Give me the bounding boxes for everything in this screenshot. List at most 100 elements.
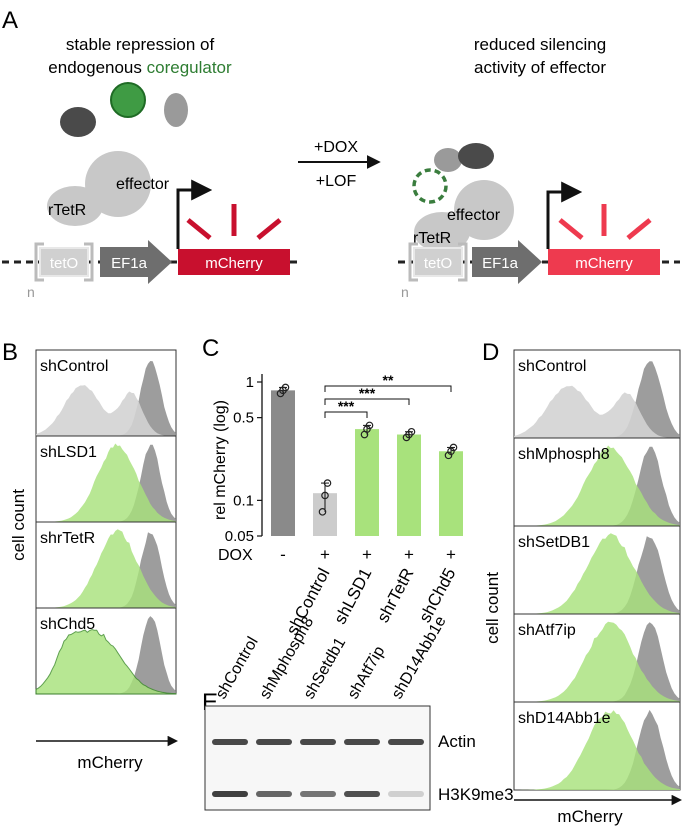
e-h3k9me3-band	[256, 791, 292, 797]
b-row-3: shChd5	[35, 607, 177, 695]
e-actin-band	[344, 739, 380, 745]
mcherry-label-left: mCherry	[205, 255, 263, 272]
panel-a: A stable repression of endogenous coregu…	[2, 7, 680, 300]
d-knockdown-histogram	[514, 445, 680, 526]
c-sig-label: **	[383, 372, 394, 388]
ray-right-1	[558, 218, 584, 240]
panel-a-label: A	[2, 7, 18, 34]
effector-label: effector	[116, 176, 170, 193]
c-data-point	[318, 508, 327, 516]
protein-dark-right	[458, 143, 494, 169]
ef1a-label-right: EF1a	[482, 255, 519, 272]
d-row-label: shControl	[518, 358, 586, 375]
rtetr-label: rTetR	[48, 202, 86, 219]
e-h3k9me3-band	[344, 791, 380, 797]
protein-gray	[164, 93, 188, 127]
b-knockdown-histogram	[36, 443, 176, 522]
c-data-point	[321, 491, 329, 500]
e-lane-label: shAtf7ip	[345, 643, 389, 702]
b-row-2: shrTetR	[35, 521, 177, 609]
e-h3k9me3-band	[300, 791, 336, 797]
c-sig-label: ***	[359, 385, 376, 401]
e-actin-band	[300, 739, 336, 745]
rtetr-protein-right	[414, 212, 470, 252]
c-y-tick-label: 1	[246, 374, 254, 391]
e-lane-label: shD14Abb1e	[389, 613, 450, 702]
d-row-1: shMphosph8	[513, 437, 681, 527]
panel-b-label: B	[2, 339, 18, 366]
d-row-label: shSetDB1	[518, 534, 590, 551]
tss-arrow-right	[546, 181, 583, 249]
c-bar-0	[271, 390, 295, 536]
d-row-2: shSetDB1	[513, 525, 681, 615]
e-h3k9me3-band	[212, 791, 248, 797]
c-category-label: shrTetR	[373, 565, 417, 626]
dox-label: +DOX	[314, 139, 358, 156]
panel-c-ylabel: rel mCherry (log)	[212, 400, 229, 520]
panel-d-label: D	[482, 339, 499, 366]
panel-d-ylabel: cell count	[483, 572, 502, 644]
b-row-label: shLSD1	[40, 444, 97, 461]
left-caption-endogenous: endogenous	[48, 58, 142, 77]
panel-c-chart: 0.050.10.51-+shControl+shLSD1+shrTetR+sh…	[225, 372, 463, 638]
d-control-histogram	[514, 385, 680, 438]
n-label-right: n	[401, 284, 409, 300]
d-row-label: shD14Abb1e	[518, 710, 611, 727]
teto-label-left: tetO	[50, 255, 78, 272]
c-data-point	[281, 383, 290, 392]
mcherry-label-right: mCherry	[575, 255, 633, 272]
ef1a-promoter-right	[472, 240, 542, 284]
e-actin-band	[388, 739, 424, 745]
ray-right-3	[626, 218, 652, 240]
teto-bracket-left	[34, 242, 94, 282]
d-row-0: shControl	[513, 349, 681, 439]
c-data-point	[444, 451, 453, 460]
b-row-0: shControl	[35, 349, 177, 437]
e-actin-band	[212, 739, 248, 745]
b-row-label: shChd5	[40, 616, 95, 633]
ef1a-label-left: EF1a	[111, 255, 148, 272]
panel-c-label: C	[202, 335, 219, 362]
c-dox-sign: +	[446, 545, 456, 564]
c-dox-sign: -	[280, 545, 286, 564]
c-data-point	[449, 443, 458, 452]
coregulator-protein	[110, 82, 146, 118]
b-knockdown-histogram	[36, 529, 176, 608]
left-caption-line1: stable repression of	[66, 35, 215, 54]
panel-c: C rel mCherry (log) 0.050.10.51-+shContr…	[202, 335, 463, 638]
d-knockdown-histogram	[514, 710, 680, 790]
b-row-label: shControl	[40, 358, 108, 375]
e-lane-label: shControl	[213, 634, 262, 702]
c-dox-sign: +	[320, 545, 330, 564]
e-h3k9me3-band	[388, 791, 424, 797]
left-caption-coregulator: coregulator	[147, 58, 232, 77]
left-caption-line2: endogenous coregulator	[48, 58, 232, 77]
right-caption-line2: activity of effector	[474, 58, 606, 77]
c-data-point	[323, 479, 332, 487]
d-row-label: shMphosph8	[518, 446, 610, 463]
c-bar-2	[355, 429, 379, 536]
c-y-tick-label: 0.05	[225, 528, 254, 545]
c-dox-sign: +	[404, 545, 414, 564]
d-row-4: shD14Abb1e	[513, 701, 681, 791]
c-sig-label: ***	[338, 398, 355, 414]
panel-b-xlabel: mCherry	[77, 753, 143, 772]
rtetr-label-right: rTetR	[413, 230, 451, 247]
b-knockdown-histogram	[35, 628, 177, 695]
dox-row-label: DOX	[218, 547, 253, 564]
c-y-tick-label: 0.1	[233, 492, 254, 509]
protein-dark	[60, 107, 96, 137]
panel-b-histograms: shControl shLSD1 shrTetR shChd5	[35, 349, 177, 695]
band-label-actin: Actin	[438, 732, 476, 751]
c-data-point	[407, 427, 416, 436]
teto-box-right	[413, 247, 463, 277]
c-data-point	[447, 447, 455, 456]
rtetr-protein	[47, 186, 103, 226]
panel-b-ylabel: cell count	[9, 489, 28, 561]
c-bar-4	[439, 451, 463, 536]
c-data-point	[365, 421, 374, 430]
western-blot-bands	[212, 739, 424, 797]
